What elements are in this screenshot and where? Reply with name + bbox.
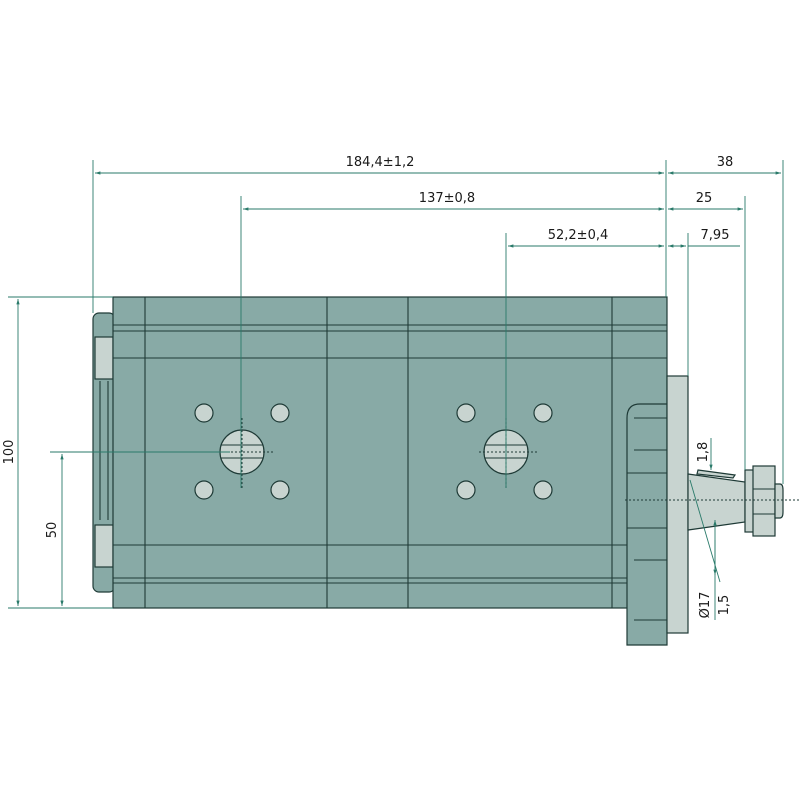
drive-shaft bbox=[687, 465, 784, 537]
dim-flange-offset: 7,95 bbox=[701, 228, 730, 243]
dimension-lines bbox=[8, 160, 784, 620]
dim-port-distance: 137±0,8 bbox=[419, 191, 475, 206]
dim-height: 100 bbox=[2, 440, 17, 465]
front-flange bbox=[626, 375, 689, 646]
dim-taper-offset: 1,5 bbox=[717, 595, 732, 616]
dim-half-height: 50 bbox=[45, 522, 60, 539]
dim-taper-depth: 1,8 bbox=[696, 442, 711, 463]
pump-body bbox=[112, 296, 668, 609]
rear-cover bbox=[92, 312, 116, 593]
dim-shaft-to-nut: 25 bbox=[696, 191, 713, 206]
dim-overall-length: 184,4±1,2 bbox=[346, 155, 415, 170]
dim-shaft-diameter: Ø17 bbox=[698, 592, 713, 619]
port-1 bbox=[194, 403, 290, 500]
dim-port2-distance: 52,2±0,4 bbox=[548, 228, 609, 243]
dim-shaft-length: 38 bbox=[717, 155, 734, 170]
